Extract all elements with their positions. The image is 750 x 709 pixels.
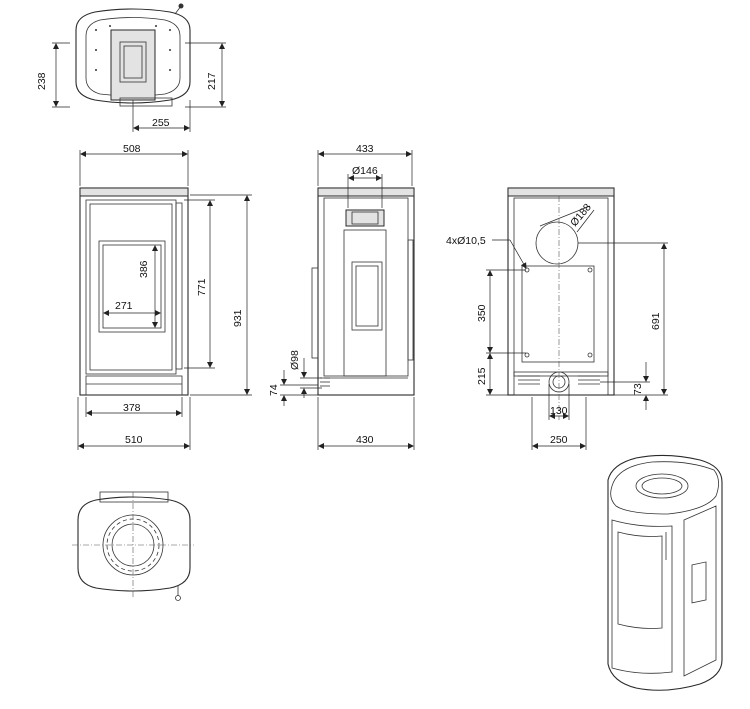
dim-215: 215 (476, 367, 488, 385)
rear-view (486, 187, 668, 450)
dim-508: 508 (123, 143, 141, 155)
dim-250: 250 (550, 434, 568, 446)
dim-386: 386 (138, 260, 150, 278)
dim-217: 217 (206, 72, 218, 90)
dim-433: 433 (356, 143, 374, 155)
dim-378: 378 (123, 402, 141, 414)
dim-74: 74 (268, 384, 280, 396)
side-view (280, 150, 415, 450)
dim-holes: 4xØ10,5 (446, 235, 486, 247)
dim-238: 238 (36, 72, 48, 90)
dim-510: 510 (125, 434, 143, 446)
dim-931: 931 (232, 309, 244, 327)
bottom-view (72, 491, 194, 601)
dim-flue-146: Ø146 (352, 165, 378, 177)
dim-air-98: Ø98 (289, 350, 301, 370)
front-view (77, 150, 252, 450)
dim-350: 350 (476, 304, 488, 322)
dim-430: 430 (356, 434, 374, 446)
dim-771: 771 (196, 278, 208, 296)
dim-691: 691 (650, 312, 662, 330)
stove-3d-illustration (607, 454, 723, 691)
dim-255: 255 (152, 117, 170, 129)
dim-271: 271 (115, 300, 133, 312)
top-view (52, 3, 226, 132)
dim-73: 73 (632, 383, 644, 395)
dim-130: 130 (550, 405, 568, 417)
